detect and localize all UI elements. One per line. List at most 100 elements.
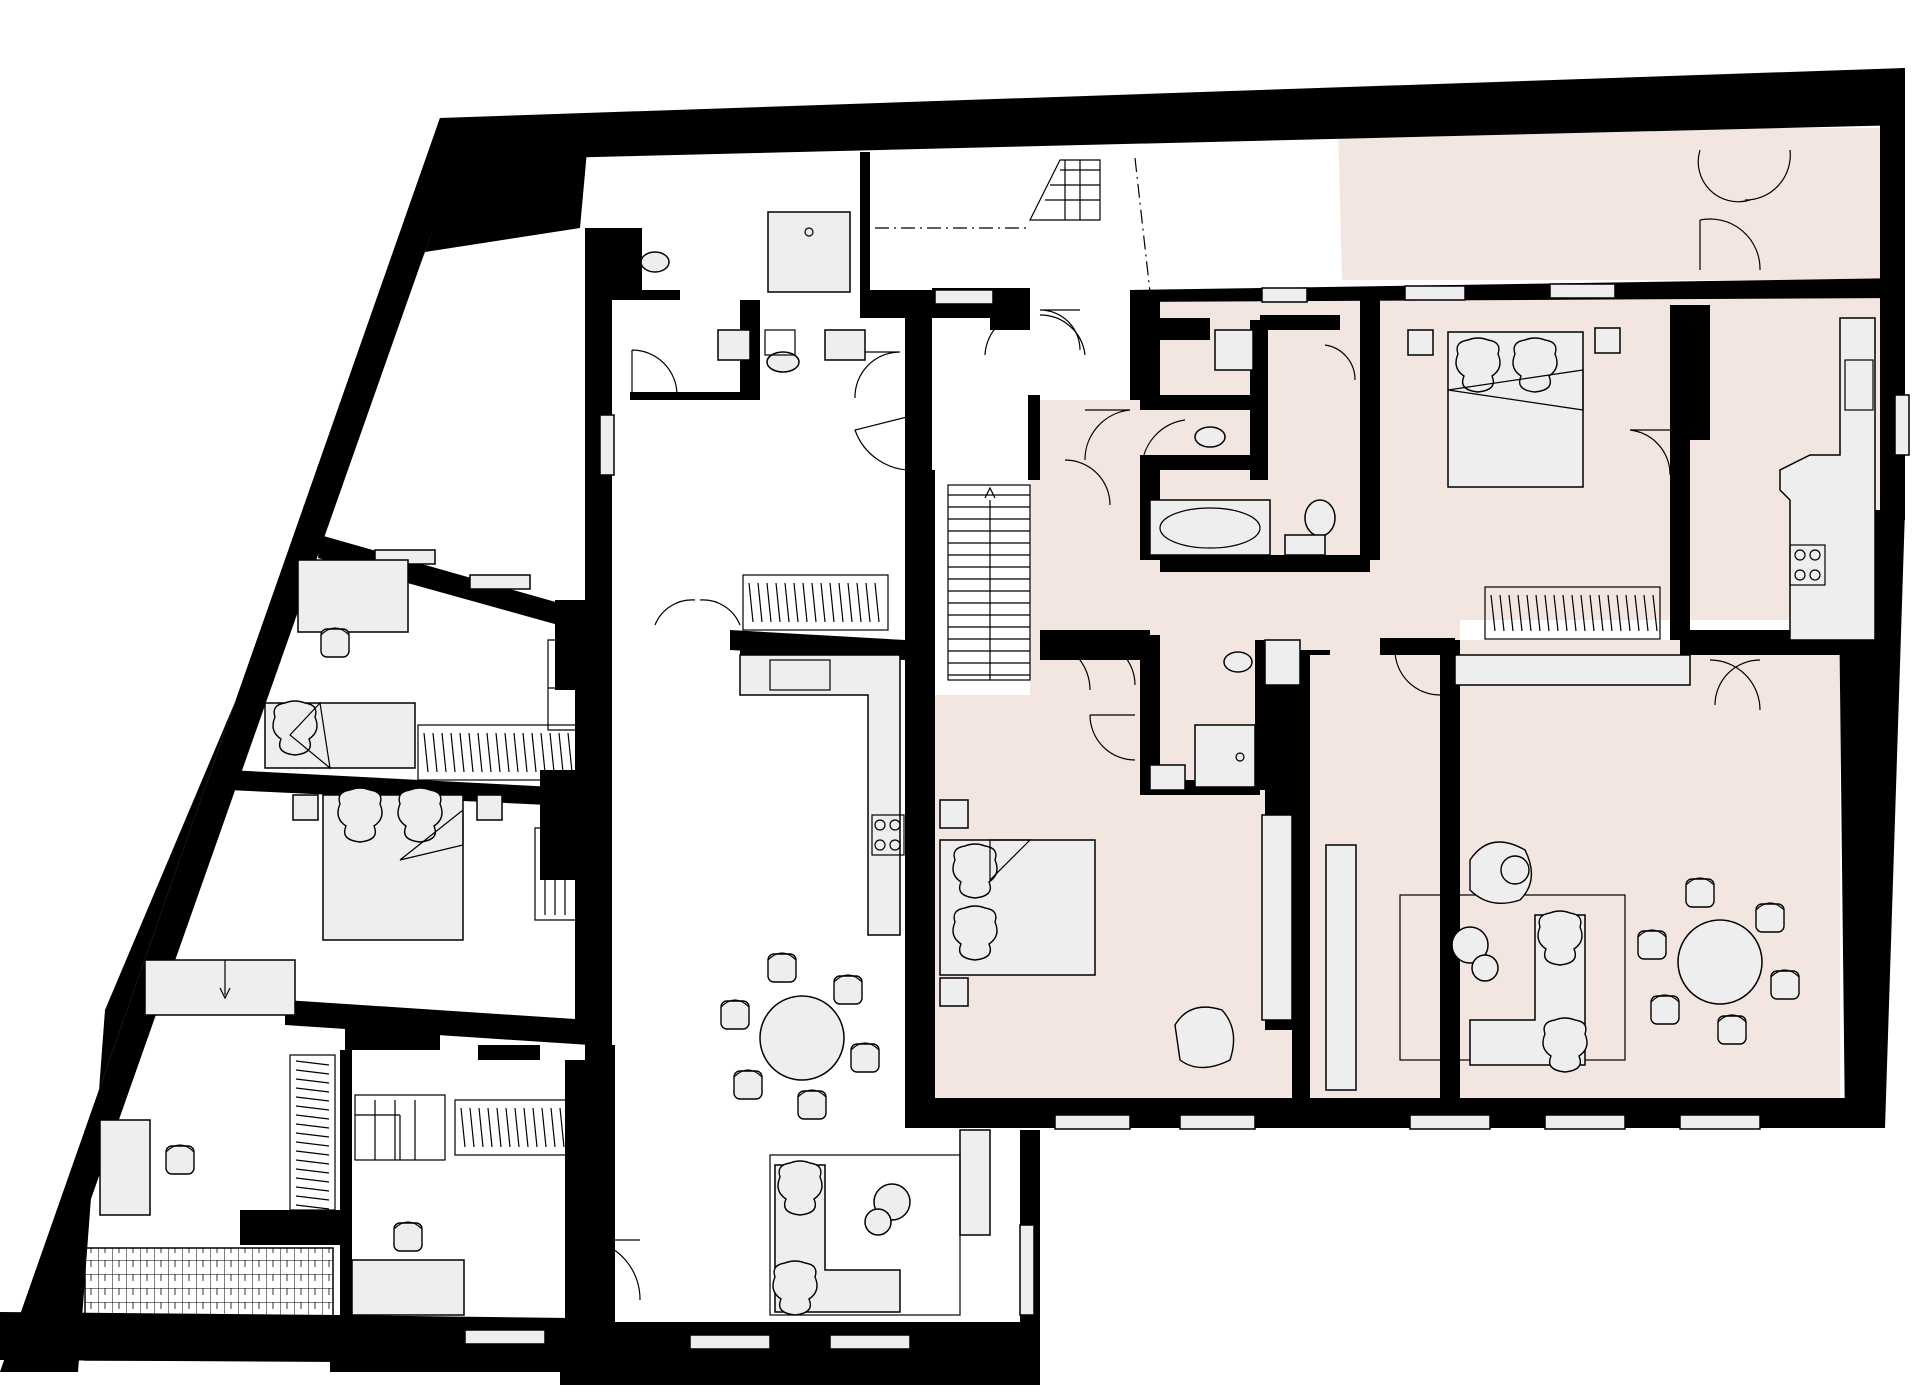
window-icon [1679, 1114, 1761, 1130]
dining-central [720, 952, 880, 1120]
chair-icon [1770, 969, 1800, 1000]
highlighted-apartment-fill [1338, 128, 1900, 280]
door-swing-icon [1084, 409, 1131, 461]
door-swing-icon [1699, 218, 1761, 271]
sink-icon [824, 329, 866, 361]
chair-icon [1717, 1014, 1747, 1045]
chair-icon [1755, 902, 1785, 933]
toilet-icon [1223, 651, 1253, 673]
wardrobe-icon [454, 1099, 576, 1156]
toilet-icon [1304, 499, 1336, 537]
pillow-icon [272, 700, 318, 756]
door-swing-icon [1697, 149, 1791, 203]
bedroom-middle [939, 799, 1235, 1069]
kitchen-central [739, 654, 905, 936]
stairs-lower [354, 1094, 446, 1161]
door-swing-icon [589, 1239, 641, 1301]
window-icon [1261, 287, 1308, 303]
chair-icon [850, 1042, 880, 1073]
door-swing-icon [1089, 714, 1136, 761]
pillow-icon [337, 787, 383, 843]
door-swing-icon [1141, 419, 1186, 466]
window-icon [689, 1334, 771, 1350]
sink-icon [769, 659, 831, 691]
wardrobe-icon [1484, 586, 1661, 640]
door-swing-icon [1324, 344, 1356, 381]
wardrobe-icon [289, 1054, 336, 1211]
dining-table-icon [1677, 919, 1763, 1005]
pillow-icon [1455, 337, 1501, 393]
bathroom-right-top [1149, 329, 1336, 556]
shower-icon [1194, 724, 1256, 788]
window-icon [1894, 394, 1910, 456]
toilet-icon [1194, 426, 1226, 448]
pillow-icon [1512, 337, 1558, 393]
chair-icon [733, 1069, 763, 1100]
cushion-icon [777, 1160, 823, 1216]
door-swing-icon [984, 311, 1031, 356]
window-icon [599, 414, 615, 476]
wall-left-outer [0, 118, 472, 1372]
bedroom-left-single [264, 559, 591, 770]
door-swing-icon [569, 844, 601, 871]
window-icon [1549, 283, 1616, 299]
kitchen-right [1779, 317, 1876, 641]
toilet-icon [766, 351, 800, 373]
window-icon [934, 289, 994, 305]
door-swing-icon [1039, 309, 1081, 351]
stairs-icon [947, 484, 1031, 681]
cushion-icon [1542, 1017, 1588, 1073]
window-icon [1404, 285, 1466, 301]
windows [374, 283, 1910, 1350]
chair-icon [393, 1221, 423, 1252]
window-icon [1019, 1224, 1035, 1316]
pillow-icon [952, 905, 998, 961]
chair-icon [1650, 994, 1680, 1025]
window-icon [1409, 1114, 1491, 1130]
hob-icon [1789, 544, 1826, 586]
stairs-upper [875, 157, 1151, 293]
stairs-central [947, 484, 1031, 681]
cushion-icon [772, 1260, 818, 1316]
wardrobe-icon [417, 724, 584, 781]
chair-icon [767, 952, 797, 983]
door-swing-icon [1039, 639, 1136, 691]
chair-icon [1637, 929, 1667, 960]
door-swing-icon [1394, 649, 1441, 696]
hob-icon [871, 814, 905, 856]
door-swing-icon [631, 349, 678, 396]
window-icon [1544, 1114, 1626, 1130]
door-swing-icon [1629, 429, 1671, 476]
study-lower [351, 1221, 465, 1316]
doors [569, 149, 1791, 1301]
stairs-icon [1029, 159, 1101, 221]
bedroom-left-double [292, 787, 601, 941]
wall-top [440, 68, 1905, 160]
lounge-right [1399, 841, 1626, 1073]
toilet-icon [640, 251, 670, 273]
pillow-icon [397, 787, 443, 843]
window-icon [1054, 1114, 1131, 1130]
wardrobes [289, 574, 1691, 1236]
chair-icon [720, 999, 750, 1030]
door-swing-icon [1064, 459, 1111, 506]
window-icon [1179, 1114, 1256, 1130]
chair-icon [165, 1144, 195, 1175]
window-icon [829, 1334, 911, 1350]
door-swing-icon [1039, 314, 1086, 356]
bathroom-middle [1149, 639, 1301, 791]
door-swing-icon [1709, 659, 1761, 711]
wardrobe-icon [742, 574, 889, 631]
cushion-icon [1537, 910, 1583, 966]
terrace-decking [84, 1247, 334, 1361]
bedroom-right-top [1407, 327, 1621, 488]
lounge-central [769, 1154, 961, 1316]
window-icon [469, 574, 531, 590]
chair-icon [797, 1089, 827, 1120]
dining-right [1637, 877, 1800, 1045]
door-swing-icon [654, 599, 741, 626]
sink-icon [1844, 359, 1874, 411]
bathroom-top [640, 211, 866, 373]
chair-icon [320, 627, 350, 658]
